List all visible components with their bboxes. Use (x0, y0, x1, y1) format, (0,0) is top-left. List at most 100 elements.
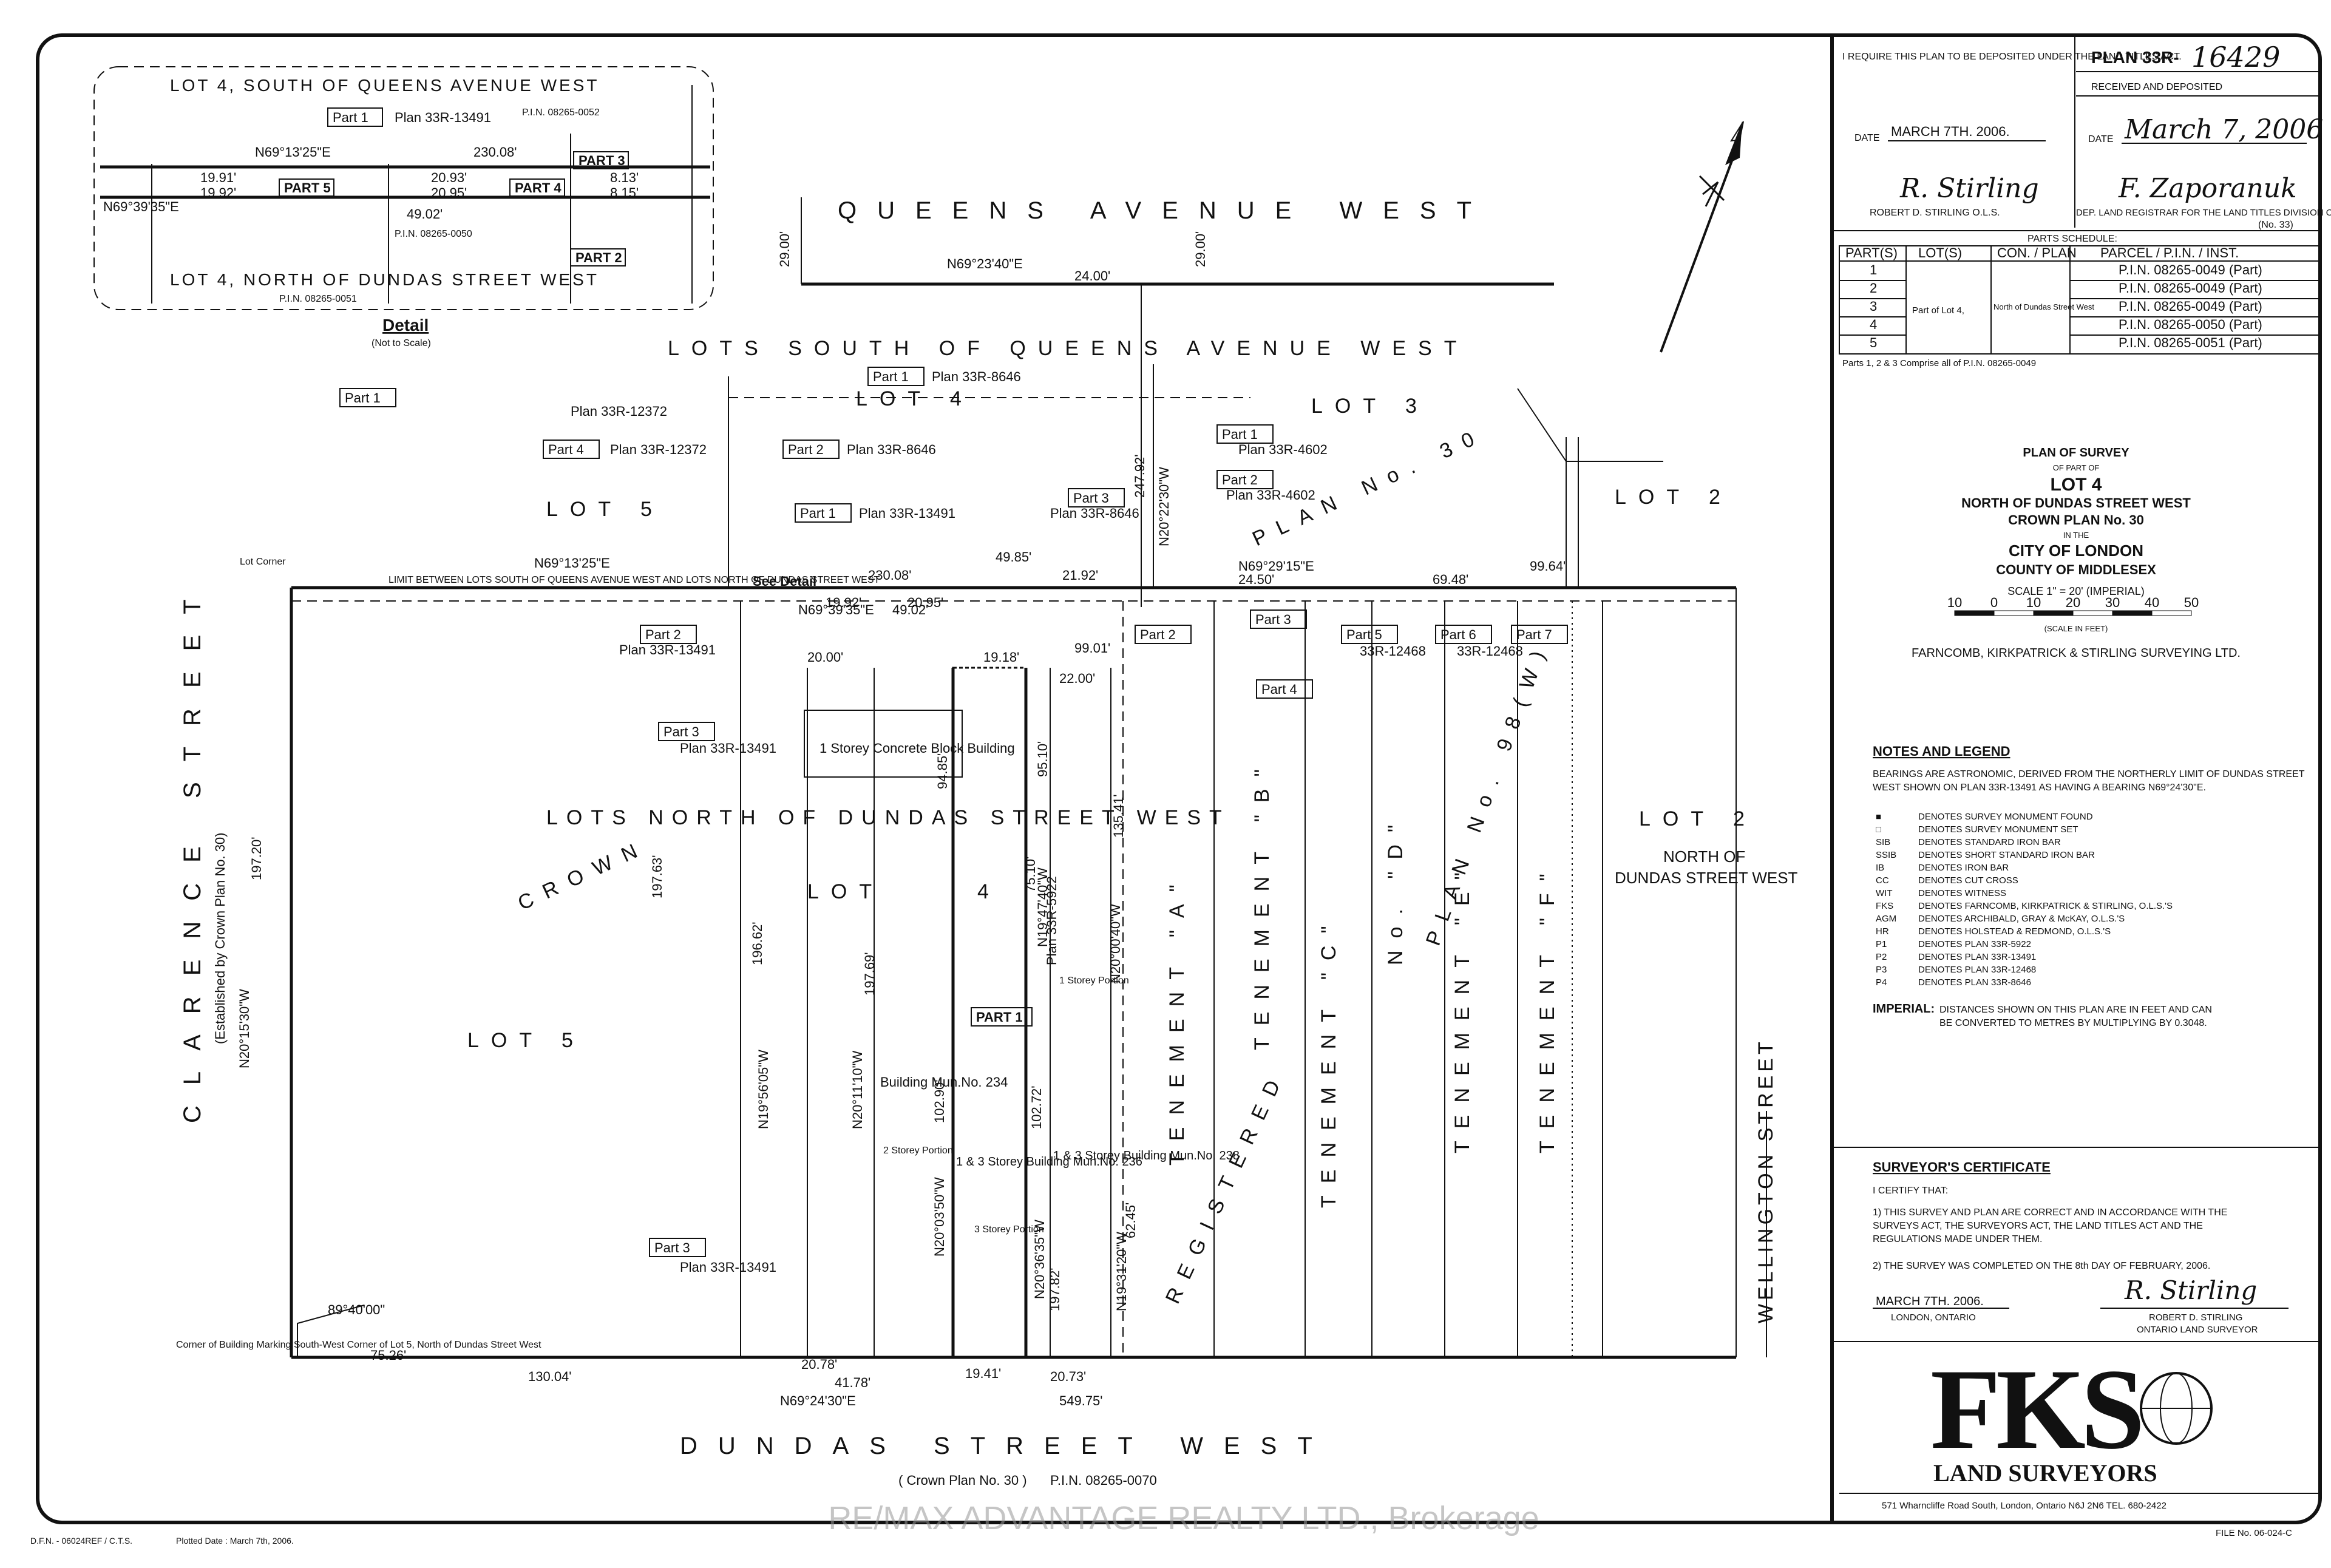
legend-symbol: WIT (1876, 888, 1893, 898)
ref-plan-8646: Plan 33R-8646 (932, 369, 1021, 384)
legend-symbol: P4 (1876, 977, 1887, 988)
ref-part3: Part 3 (1073, 490, 1109, 506)
date-left: MARCH 7TH. 2006. (1891, 124, 2010, 139)
imperial-label: IMPERIAL: (1873, 1002, 1935, 1016)
detail-d49-02: 49.02' (407, 206, 443, 222)
dundas-d20-73: 20.73' (1050, 1369, 1086, 1384)
detail-plan: Plan 33R-13491 (395, 110, 491, 125)
ref-part6: Part 6 (1440, 627, 1476, 642)
dundas-crown-plan: ( Crown Plan No. 30 ) (898, 1473, 1027, 1488)
crown-label: CROWN (514, 835, 652, 915)
cert-item2: 2) THE SURVEY WAS COMPLETED ON THE 8th D… (1873, 1261, 2210, 1271)
deposit-req: I REQUIRE THIS PLAN TO BE DEPOSITED UNDE… (1842, 52, 2182, 62)
of-part-of: OF PART OF (2053, 463, 2100, 472)
d197-69: 197.69' (862, 952, 877, 996)
ref-plan-4602: Plan 33R-4602 (1238, 442, 1328, 457)
queens-bearing: N69°23'40"E (947, 256, 1023, 271)
survey-lot-4: LOT 4 (2050, 475, 2102, 495)
limit-d19-18: 19.18' (983, 650, 1019, 665)
detail-d19-91: 19.91' (200, 170, 236, 185)
limit-d19-92: 19.92' (826, 595, 861, 610)
d135-41: 135.41' (1111, 795, 1126, 838)
legend-symbol: P2 (1876, 952, 1887, 962)
firm: FARNCOMB, KIRKPATRICK & STIRLING SURVEYI… (1912, 647, 2241, 660)
legend-text: DENOTES PLAN 33R-5922 (1918, 939, 2031, 949)
tenement-c: TENEMENT "C" (1317, 914, 1340, 1208)
registrar-sig: F. Zaporanuk (2118, 173, 2297, 204)
limit-d230: 230.08' (868, 568, 912, 583)
dundas-pin: P.I.N. 08265-0070 (1050, 1473, 1157, 1488)
legend-text: DENOTES STANDARD IRON BAR (1918, 837, 2061, 847)
sched-header: PARCEL / P.I.N. / INST. (2100, 245, 2239, 260)
ref-part1-box: PART 1 (976, 1010, 1023, 1025)
detail-part5: PART 5 (284, 180, 331, 195)
sched-part: 4 (1870, 317, 1877, 332)
sched-plan-cell: North of Dundas Street West (1993, 302, 2094, 311)
detail-pin-c: P.I.N. 08265-0050 (395, 229, 472, 239)
survey-city: CITY OF LONDON (2009, 541, 2143, 560)
detail-d20-93: 20.93' (431, 170, 467, 185)
legend-text: DENOTES SURVEY MONUMENT SET (1918, 824, 2078, 835)
legend-text: DENOTES WITNESS (1918, 888, 2006, 898)
north-arrow (1660, 121, 1744, 353)
ref-part5: Part 5 (1346, 627, 1382, 642)
legend-symbol: HR (1876, 926, 1889, 937)
sched-header: PART(S) (1845, 245, 1898, 260)
lot-label: LOT (807, 880, 884, 903)
detail-part3: PART 3 (579, 153, 625, 168)
ref-part2-right: Part 2 (1222, 472, 1258, 487)
see-detail: See Detail (753, 574, 816, 589)
limit-d22: 22.00' (1059, 671, 1095, 686)
scale-tick-label: 10 (1947, 595, 1962, 610)
legend-text: DENOTES PLAN 33R-12468 (1918, 965, 2036, 975)
sched-part: 1 (1870, 262, 1877, 277)
legend-text: DENOTES IRON BAR (1918, 863, 2009, 873)
bearing-n20-03: N20°03'50"W (932, 1177, 947, 1257)
footer-dfn: D.F.N. - 06024REF / C.T.S. (30, 1536, 133, 1546)
scale-tick-label: 50 (2184, 595, 2199, 610)
limit-d24-50: 24.50' (1238, 572, 1274, 587)
tenement-f: TENEMENT "F" (1536, 861, 1559, 1153)
sched-part: 5 (1870, 335, 1877, 350)
notes-legend: NOTES AND LEGEND BEARINGS ARE ASTRONOMIC… (1873, 744, 2307, 1028)
detail-caption-sub: (Not to Scale) (372, 338, 431, 348)
lot4-label: LOT 4 (856, 387, 974, 410)
registrar-title: DEP. LAND REGISTRAR FOR THE LAND TITLES … (2076, 208, 2331, 218)
legend-symbol: P3 (1876, 965, 1887, 975)
limit-d99: 99.01' (1074, 640, 1110, 656)
bldg-234: Building Mun.No. 234 (880, 1074, 1008, 1090)
clarence-street-note: (Established by Crown Plan No. 30) (212, 833, 228, 1045)
ref-plan-13491-left-b: Plan 33R-13491 (680, 741, 776, 756)
ref-part4-lower: Part 4 (1261, 682, 1297, 697)
dundas-d20-78: 20.78' (801, 1357, 837, 1372)
lots-south-label: LOTS SOUTH OF QUEENS AVENUE WEST (668, 337, 1468, 360)
scale-tick-label: 30 (2105, 595, 2120, 610)
lot-corner: Lot Corner (240, 557, 286, 567)
limit-bearing-3: N69°29'15"E (1238, 558, 1314, 574)
limit-d21-92: 21.92' (1062, 568, 1098, 583)
lots-south-area: LOTS SOUTH OF QUEENS AVENUE WEST LOT 4 L… (546, 337, 1720, 588)
bearing-n19-47: N19°47'40"W (1035, 867, 1050, 947)
tenement-b: TENEMENT "B" (1250, 757, 1274, 1050)
ref-plan-8646-c: Plan 33R-8646 (1050, 506, 1139, 521)
limit-d49-02: 49.02' (892, 602, 928, 617)
detail-part1: Part 1 (333, 110, 368, 125)
notes-title: NOTES AND LEGEND (1873, 744, 2010, 759)
dundas-d19-41: 19.41' (965, 1366, 1001, 1381)
bldg-concrete: 1 Storey Concrete Block Building (819, 741, 1015, 756)
queens-d24: 24.00' (1074, 268, 1110, 283)
sched-pin: P.I.N. 08265-0049 (Part) (2119, 280, 2262, 296)
legend-symbol: □ (1876, 824, 1881, 835)
detail-d8-15: 8.15' (610, 185, 639, 200)
sched-part: 3 (1870, 299, 1877, 314)
d197-82: 197.82' (1047, 1268, 1062, 1312)
parts-note: Parts 1, 2 & 3 Comprise all of P.I.N. 08… (1842, 358, 2036, 368)
sched-header: LOT(S) (1918, 245, 1962, 260)
legend-symbol: FKS (1876, 901, 1893, 911)
clarence-bearing: N20°15'30"W (237, 989, 252, 1068)
bearing-note: BEARINGS ARE ASTRONOMIC, DERIVED FROM TH… (1873, 769, 2307, 793)
d197-63: 197.63' (650, 855, 665, 899)
subject-property: 1 Storey Concrete Block Building Buildin… (176, 601, 1240, 1359)
dundas-d75: 75.26' (370, 1348, 406, 1363)
